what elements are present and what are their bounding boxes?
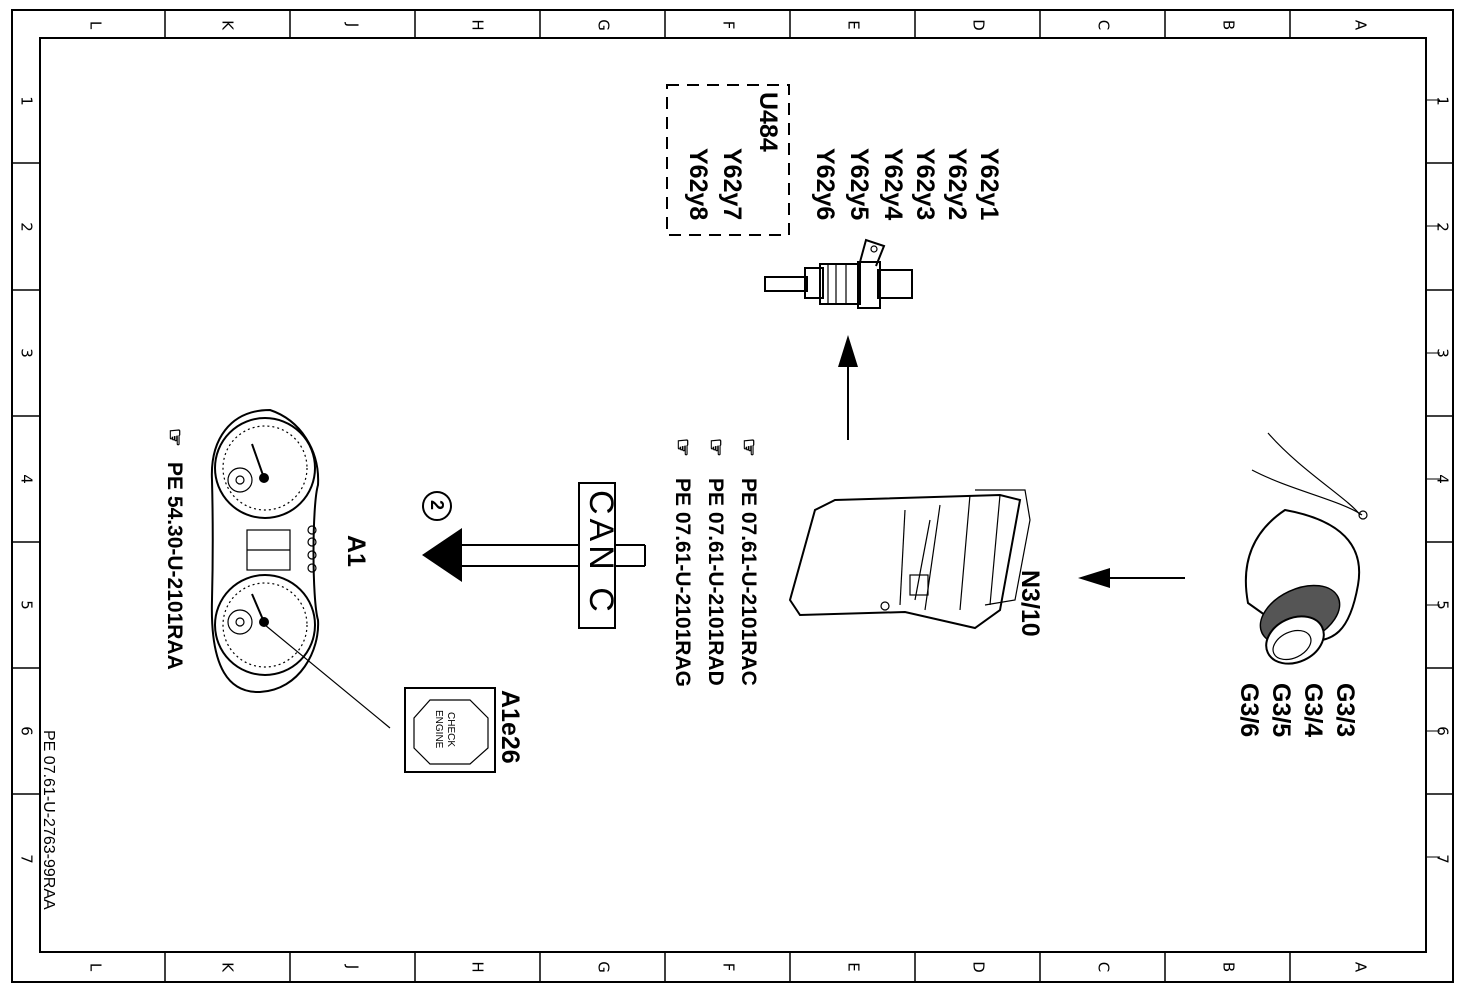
col-letter: C bbox=[1095, 20, 1113, 30]
col-letter: G bbox=[595, 961, 613, 973]
col-letter: D bbox=[970, 19, 988, 31]
row-number: 2 bbox=[18, 222, 36, 232]
row-number: 3 bbox=[18, 348, 36, 358]
row-number: 5 bbox=[1434, 600, 1452, 610]
injector-illustration bbox=[764, 238, 913, 309]
row-number: 4 bbox=[18, 474, 36, 484]
reference-text: PE 07.61-U-2101RAC bbox=[737, 478, 760, 686]
column-letters-bottom: L K J H G F E D C B A bbox=[87, 961, 1370, 973]
row-number: 4 bbox=[1434, 474, 1452, 484]
optional-injector-label: Y62y8 bbox=[684, 148, 712, 220]
col-letter: E bbox=[845, 962, 863, 971]
col-letter: H bbox=[469, 19, 487, 30]
col-letter: F bbox=[720, 963, 738, 972]
col-letter: D bbox=[970, 961, 988, 973]
sensor-label: G3/6 bbox=[1235, 683, 1263, 737]
col-letter: J bbox=[344, 964, 362, 969]
injector-label: Y62y5 bbox=[845, 148, 873, 220]
hand-icon: ☞ bbox=[163, 428, 186, 447]
arrow-sensor-to-ecu bbox=[1078, 568, 1185, 588]
hand-icon: ☞ bbox=[737, 438, 760, 457]
instrument-cluster-illustration bbox=[210, 408, 391, 729]
check-engine-icon bbox=[413, 699, 489, 765]
arrow-ecu-to-injectors bbox=[838, 335, 858, 440]
row-number: 3 bbox=[1434, 348, 1452, 358]
check-lamp-text: CHECK bbox=[445, 712, 456, 747]
control-unit-illustration bbox=[788, 489, 1031, 630]
grid-ticks-minor bbox=[1426, 99, 1440, 858]
col-letter: G bbox=[595, 19, 613, 31]
can-bus-label: CAN C bbox=[582, 490, 620, 616]
hand-icon: ☞ bbox=[704, 438, 727, 457]
injector-label: Y62y4 bbox=[879, 148, 907, 220]
check-lamp-label: A1e26 bbox=[496, 690, 524, 764]
col-letter: A bbox=[1352, 20, 1370, 31]
col-letter: C bbox=[1095, 962, 1113, 972]
col-letter: B bbox=[1220, 20, 1238, 30]
can-bus bbox=[422, 482, 646, 629]
sensor-labels: G3/3 G3/4 G3/5 G3/6 bbox=[1235, 683, 1359, 737]
optional-injector-label: Y62y7 bbox=[718, 148, 746, 220]
can-c-box bbox=[578, 482, 616, 629]
row-number: 1 bbox=[1434, 96, 1452, 106]
inner-border bbox=[39, 37, 1427, 953]
column-letters-top: L K J H G F E D C B A bbox=[87, 19, 1370, 31]
col-letter: L bbox=[87, 963, 105, 972]
sensor-label: G3/3 bbox=[1331, 683, 1359, 737]
cluster-reference: PE 54.30-U-2101RAA bbox=[163, 462, 186, 670]
injector-label: Y62y6 bbox=[811, 148, 839, 220]
note-badge-number: 2 bbox=[427, 500, 447, 510]
col-letter: F bbox=[720, 21, 738, 30]
control-unit-label: N3/10 bbox=[1016, 570, 1044, 637]
row-number: 1 bbox=[18, 96, 36, 106]
check-lamp-text: ENGINE bbox=[433, 710, 444, 749]
injector-label: Y62y2 bbox=[943, 148, 971, 220]
check-lamp-box bbox=[404, 687, 496, 773]
col-letter: J bbox=[344, 22, 362, 27]
hand-icon: ☞ bbox=[671, 438, 694, 457]
ecu-reference-list: ☞ PE 07.61-U-2101RAC ☞ PE 07.61-U-2101RA… bbox=[671, 438, 760, 687]
row-number: 7 bbox=[18, 854, 36, 864]
col-letter: L bbox=[87, 21, 105, 30]
sensor-label: G3/5 bbox=[1267, 683, 1295, 737]
row-number: 2 bbox=[1434, 222, 1452, 232]
row-number: 6 bbox=[18, 726, 36, 736]
col-letter: B bbox=[1220, 962, 1238, 972]
sensor-label: G3/4 bbox=[1299, 683, 1327, 737]
outer-border bbox=[11, 9, 1454, 983]
injector-label: Y62y3 bbox=[911, 148, 939, 220]
injector-label: Y62y1 bbox=[975, 148, 1003, 220]
oxygen-sensor-illustration bbox=[1244, 432, 1368, 665]
bus-arrow-head bbox=[422, 528, 462, 582]
row-numbers-right: 1 2 3 4 5 6 7 bbox=[1434, 96, 1452, 864]
cluster-label: A1 bbox=[342, 535, 370, 567]
col-letter: K bbox=[219, 962, 237, 973]
injector-labels: Y62y1 Y62y2 Y62y3 Y62y4 Y62y5 Y62y6 bbox=[811, 148, 1003, 220]
reference-text: PE 07.61-U-2101RAG bbox=[671, 478, 694, 687]
grid-ticks bbox=[12, 10, 1453, 982]
optional-group-box bbox=[666, 84, 790, 236]
col-letter: H bbox=[469, 961, 487, 972]
reference-text: PE 07.61-U-2101RAD bbox=[704, 478, 727, 686]
row-number: 6 bbox=[1434, 726, 1452, 736]
row-number: 5 bbox=[18, 600, 36, 610]
col-letter: E bbox=[845, 20, 863, 29]
optional-group-code: U484 bbox=[754, 92, 782, 152]
col-letter: K bbox=[219, 20, 237, 31]
row-numbers-left: 1 2 3 4 5 6 7 bbox=[18, 96, 36, 864]
col-letter: A bbox=[1352, 962, 1370, 973]
row-number: 7 bbox=[1434, 854, 1452, 864]
note-badge bbox=[422, 491, 452, 521]
document-id: PE 07.61-U-2763-99RAA bbox=[40, 730, 57, 910]
